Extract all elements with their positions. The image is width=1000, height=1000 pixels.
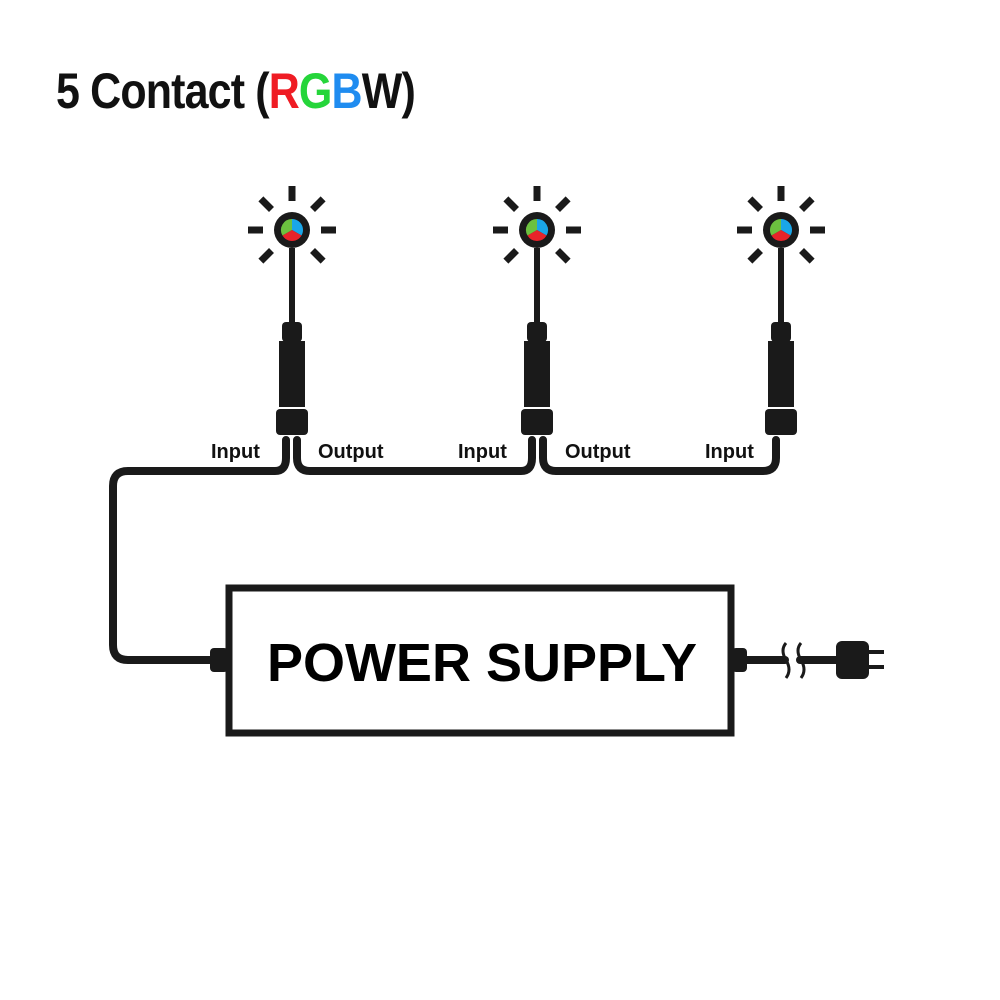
title-letter-b: B bbox=[331, 63, 363, 119]
waterproof-connector bbox=[521, 322, 553, 435]
diagram-title: 5 Contact (RGBW) bbox=[56, 62, 416, 120]
label-fixture-1-output: Output bbox=[318, 441, 384, 463]
light-rays-icon bbox=[493, 186, 581, 264]
wire-fixture-1-to-fixture-2 bbox=[293, 436, 536, 475]
power-supply: POWER SUPPLY bbox=[210, 584, 747, 737]
light-fixture-2 bbox=[493, 186, 581, 435]
light-fixture-3 bbox=[737, 186, 825, 435]
rgb-led-icon bbox=[763, 212, 799, 248]
label-fixture-2-output: Output bbox=[565, 441, 631, 463]
wire-fixture-2-to-fixture-3 bbox=[539, 436, 780, 475]
psu-input-port bbox=[210, 648, 228, 672]
fixtures-layer bbox=[248, 186, 825, 435]
waterproof-connector bbox=[276, 322, 308, 435]
title-letter-w: W bbox=[361, 63, 403, 119]
power-supply-label: POWER SUPPLY bbox=[267, 633, 697, 693]
cord-break-icon bbox=[781, 642, 806, 679]
wiring bbox=[109, 436, 844, 664]
label-fixture-1-input: Input bbox=[211, 441, 260, 463]
power-supply-box bbox=[225, 584, 735, 737]
ac-plug-icon bbox=[836, 641, 884, 679]
light-rays-icon bbox=[248, 186, 336, 264]
label-fixture-2-input: Input bbox=[458, 441, 507, 463]
rgb-led-icon bbox=[274, 212, 310, 248]
rgb-led-icon bbox=[519, 212, 555, 248]
title-letter-g: G bbox=[298, 63, 332, 119]
label-fixture-3-input: Input bbox=[705, 441, 754, 463]
title-suffix: ) bbox=[401, 63, 415, 119]
light-fixture-1 bbox=[248, 186, 336, 435]
title-letter-r: R bbox=[268, 63, 300, 119]
wire-psu-to-fixture-1 bbox=[109, 436, 290, 664]
waterproof-connector bbox=[765, 322, 797, 435]
psu-output-port bbox=[732, 648, 747, 672]
light-rays-icon bbox=[737, 186, 825, 264]
title-prefix: 5 Contact ( bbox=[56, 63, 270, 119]
